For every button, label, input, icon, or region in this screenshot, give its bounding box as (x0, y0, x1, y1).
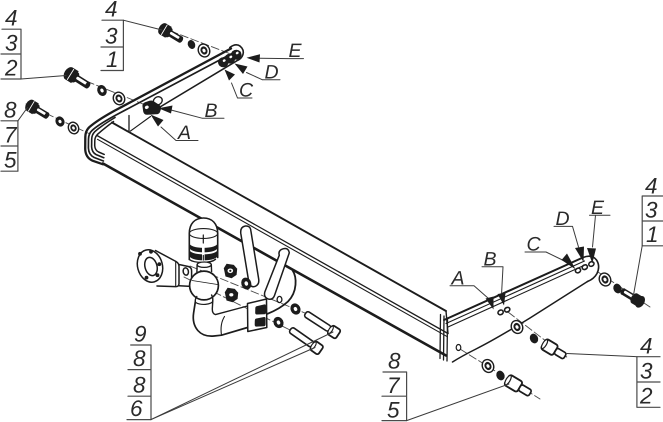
svg-text:A: A (177, 122, 191, 144)
svg-text:7: 7 (387, 373, 401, 398)
svg-text:A: A (451, 268, 465, 290)
svg-text:9: 9 (134, 322, 147, 347)
svg-text:7: 7 (4, 123, 18, 148)
svg-text:6: 6 (130, 396, 143, 421)
svg-text:4: 4 (5, 6, 18, 31)
svg-text:1: 1 (106, 47, 119, 72)
svg-text:8: 8 (388, 349, 401, 374)
svg-text:5: 5 (387, 398, 400, 422)
svg-text:3: 3 (645, 198, 658, 223)
svg-text:D: D (265, 62, 279, 84)
svg-text:3: 3 (105, 24, 118, 49)
svg-text:E: E (289, 40, 303, 62)
svg-text:E: E (591, 197, 605, 219)
svg-text:D: D (556, 208, 570, 230)
svg-text:8: 8 (133, 373, 146, 398)
svg-text:4: 4 (640, 334, 653, 359)
svg-text:C: C (527, 234, 542, 256)
svg-text:C: C (239, 80, 254, 102)
svg-text:4: 4 (105, 0, 118, 22)
svg-text:3: 3 (640, 359, 653, 384)
svg-text:1: 1 (646, 222, 659, 247)
svg-text:3: 3 (5, 31, 18, 56)
svg-text:5: 5 (4, 148, 17, 173)
svg-text:B: B (205, 100, 218, 122)
svg-text:8: 8 (133, 346, 146, 371)
svg-text:2: 2 (639, 384, 653, 409)
svg-text:B: B (484, 249, 497, 271)
svg-text:8: 8 (4, 98, 17, 123)
svg-text:2: 2 (4, 56, 18, 81)
svg-text:4: 4 (645, 174, 658, 199)
